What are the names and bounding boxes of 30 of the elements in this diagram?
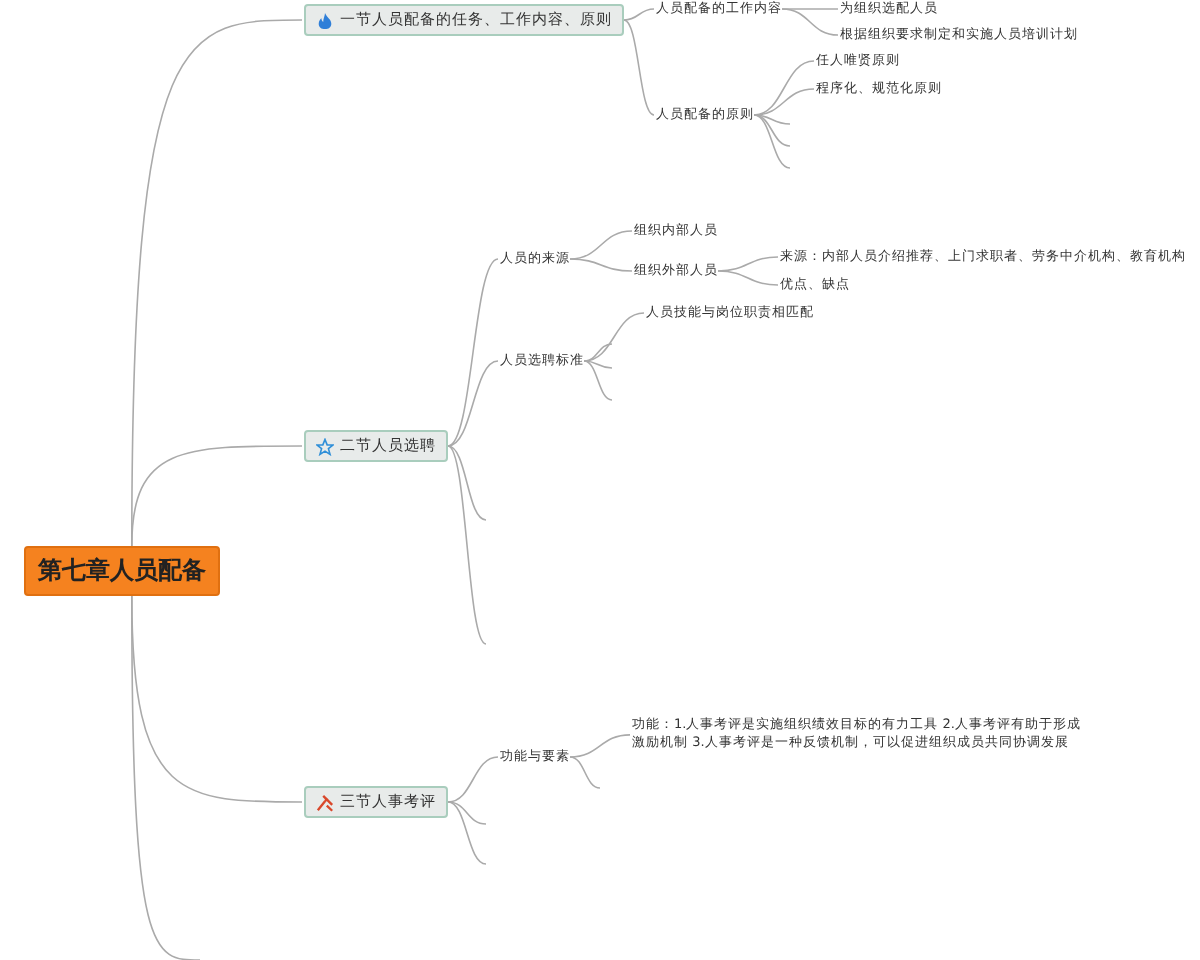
connector-line (447, 756, 499, 803)
connector-line (753, 114, 791, 125)
connector-line (569, 258, 633, 272)
connector-line (447, 445, 487, 645)
topic-box (304, 786, 448, 818)
connector-line (717, 270, 779, 286)
connector-line (583, 360, 613, 401)
connector-line (753, 60, 815, 116)
connector-line (623, 19, 655, 116)
connector-line (781, 8, 839, 36)
connector-line (583, 343, 613, 362)
connector-line (753, 114, 791, 169)
connector-line (569, 756, 601, 789)
connector-line (131, 595, 201, 960)
connector-line (447, 445, 487, 521)
connector-line (131, 445, 303, 547)
connector-line (447, 258, 499, 447)
connector-line (569, 734, 631, 758)
connector-line (447, 801, 487, 825)
topic-box (304, 4, 624, 36)
topic-box (304, 430, 448, 462)
connector-line (447, 360, 499, 447)
connector-line (447, 801, 487, 865)
connector-line (583, 360, 613, 369)
connector-line (623, 8, 655, 21)
connector-line (781, 8, 839, 10)
central-topic: 第七章人员配备 (24, 546, 220, 596)
connector-line (717, 256, 779, 272)
connector-line (753, 114, 791, 147)
connector-line (753, 88, 815, 116)
